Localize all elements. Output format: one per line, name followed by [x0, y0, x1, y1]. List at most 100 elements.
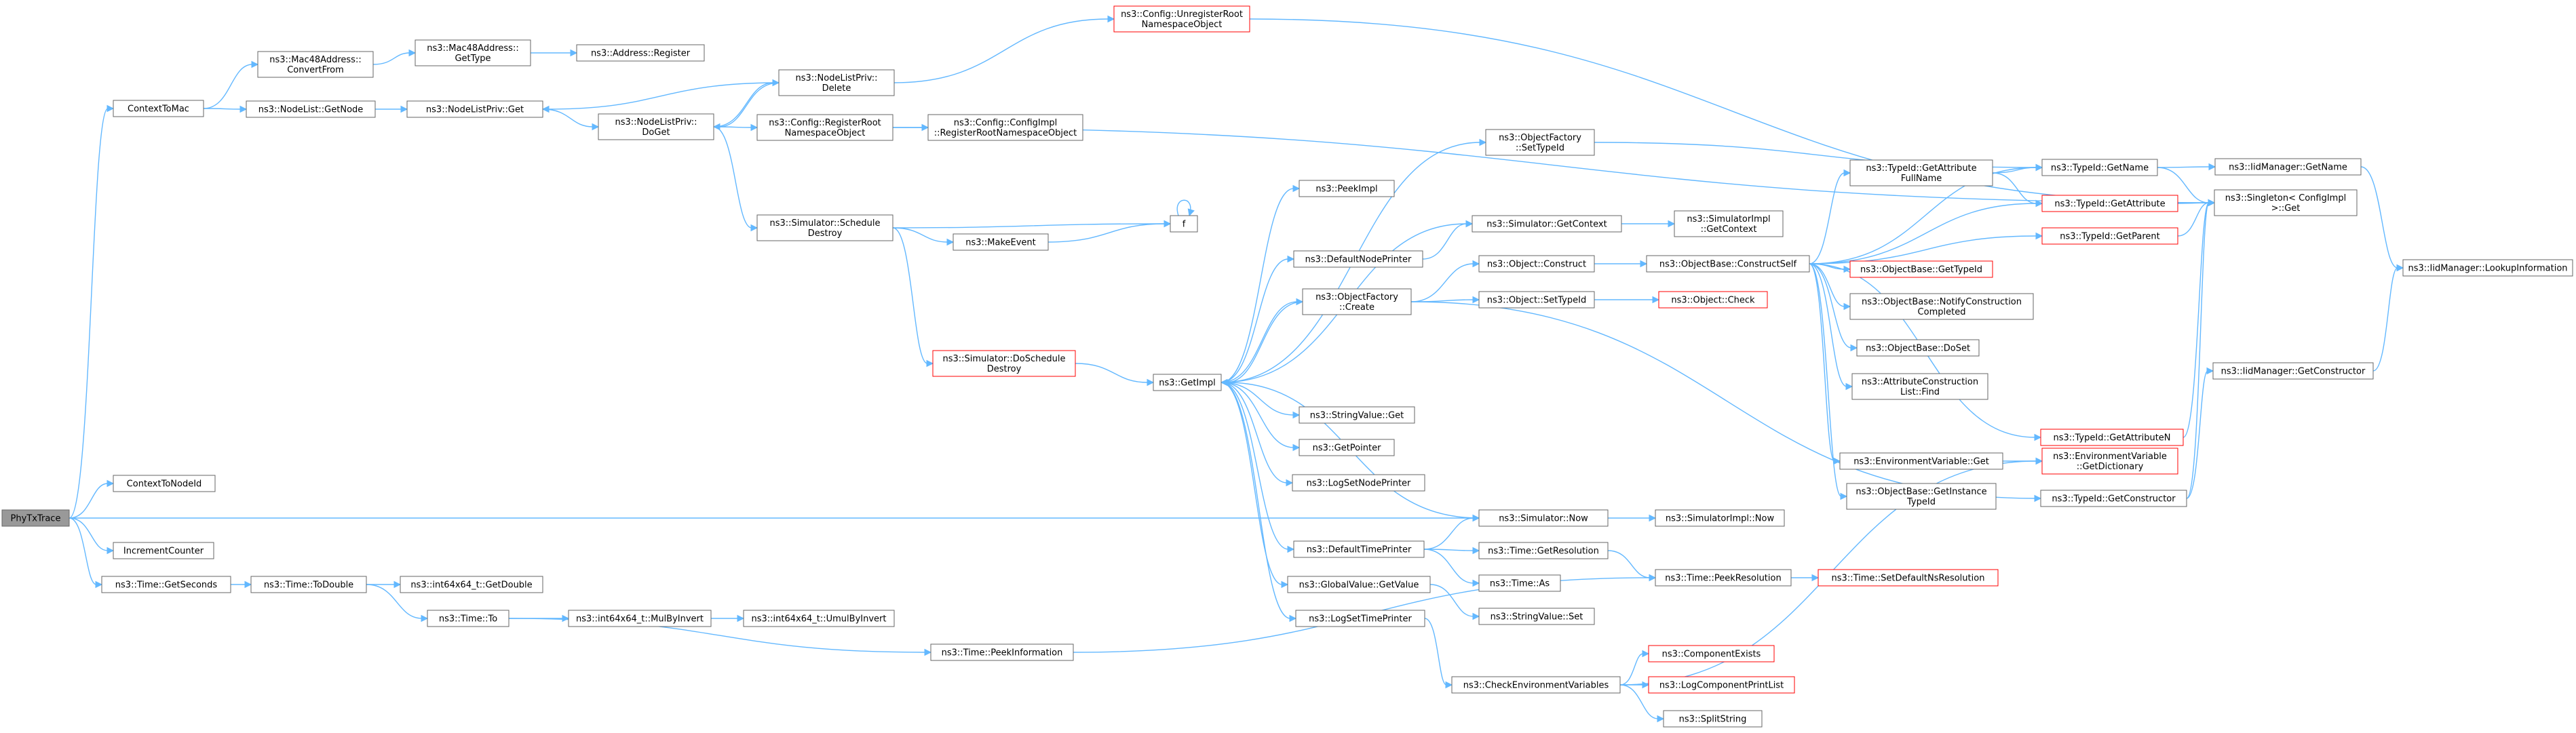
node-singletonget[interactable]: ns3::Singleton< ConfigImpl >::Get: [2214, 189, 2358, 216]
call-edge: [1220, 382, 1295, 553]
node-label: ns3::PeekImpl: [1315, 184, 1377, 195]
node-objbasegettype[interactable]: ns3::ObjectBase::GetTypeId: [1849, 260, 1993, 278]
node-compexists[interactable]: ns3::ComponentExists: [1648, 645, 1775, 662]
node-label: ns3::Mac48Address::: [269, 55, 361, 65]
node-simimplnow[interactable]: ns3::SimulatorImpl::Now: [1655, 509, 1785, 527]
node-timepeekres[interactable]: ns3::Time::PeekResolution: [1655, 569, 1792, 587]
node-nlpget[interactable]: ns3::NodeListPriv::Get: [406, 100, 543, 118]
node-objbasedoset[interactable]: ns3::ObjectBase::DoSet: [1856, 339, 1980, 357]
node-label: ns3::TypeId::GetParent: [2060, 232, 2160, 242]
node-label: ::RegisterRootNamespaceObject: [934, 128, 1077, 138]
node-logsetnode[interactable]: ns3::LogSetNodePrinter: [1292, 474, 1425, 492]
node-objfactcreate[interactable]: ns3::ObjectFactory::Create: [1302, 288, 1412, 315]
node-objsettype[interactable]: ns3::Object::SetTypeId: [1478, 291, 1595, 309]
call-edge: [1621, 220, 1676, 228]
node-label: ns3::Mac48Address::: [427, 43, 518, 54]
node-cfgimplreg[interactable]: ns3::Config::ConfigImpl::RegisterRootNam…: [927, 114, 1083, 141]
node-objconstruct[interactable]: ns3::Object::Construct: [1478, 255, 1595, 273]
node-cfgunreg[interactable]: ns3::Config::UnregisterRootNamespaceObje…: [1113, 5, 1250, 33]
node-mac48conv[interactable]: ns3::Mac48Address::ConvertFrom: [257, 51, 374, 78]
call-edge: [1220, 301, 1303, 387]
node-label: ns3::SplitString: [1679, 715, 1747, 725]
call-edge: [366, 584, 429, 622]
node-globalvalget[interactable]: ns3::GlobalValue::GetValue: [1287, 576, 1431, 593]
node-objbasenotify[interactable]: ns3::ObjectBase::NotifyConstructionCompl…: [1849, 293, 2034, 320]
node-label: ::SetTypeId: [1516, 143, 1564, 153]
node-envvarget[interactable]: ns3::EnvironmentVariable::Get: [1839, 452, 2003, 470]
node-label: ns3::int64x64_t::UmulByInvert: [752, 614, 887, 625]
call-edge: [1619, 684, 1665, 723]
node-objbaseconstruct[interactable]: ns3::ObjectBase::ConstructSelf: [1646, 255, 1810, 273]
node-iidgetctor[interactable]: ns3::IidManager::GetConstructor: [2212, 362, 2374, 380]
node-typeidgetparent[interactable]: ns3::TypeId::GetParent: [2041, 227, 2178, 245]
node-label: List::Find: [1900, 387, 1940, 397]
node-label: ns3::int64x64_t::GetDouble: [410, 580, 532, 591]
node-getsec[interactable]: ns3::Time::GetSeconds: [101, 576, 231, 593]
node-cfgreg[interactable]: ns3::Config::RegisterRootNamespaceObject: [756, 114, 893, 141]
node-typeidgetname[interactable]: ns3::TypeId::GetName: [2041, 159, 2158, 176]
node-int64getdouble[interactable]: ns3::int64x64_t::GetDouble: [400, 576, 543, 593]
node-objcheck[interactable]: ns3::Object::Check: [1658, 291, 1768, 309]
node-label: ns3::TypeId::GetConstructor: [2052, 494, 2176, 504]
node-timeto[interactable]: ns3::Time::To: [427, 610, 510, 627]
node-nlpdelete[interactable]: ns3::NodeListPriv::Delete: [778, 69, 895, 96]
node-checkenv[interactable]: ns3::CheckEnvironmentVariables: [1451, 676, 1621, 694]
call-edge: [711, 614, 745, 622]
node-addrreg[interactable]: ns3::Address::Register: [576, 44, 705, 62]
node-strvalset[interactable]: ns3::StringValue::Set: [1478, 608, 1595, 625]
node-timepeekinfo[interactable]: ns3::Time::PeekInformation: [930, 643, 1074, 661]
call-edge: [69, 479, 115, 519]
node-strvalget[interactable]: ns3::StringValue::Get: [1299, 406, 1415, 424]
node-timegetres[interactable]: ns3::Time::GetResolution: [1478, 542, 1609, 559]
node-nodelistget[interactable]: ns3::NodeList::GetNode: [246, 100, 376, 118]
node-ctxmac[interactable]: ContextToMac: [113, 100, 204, 117]
node-label: ns3::TypeId::GetAttributeN: [2053, 433, 2170, 443]
node-label: ns3::LogSetNodePrinter: [1307, 479, 1411, 489]
node-splitstring[interactable]: ns3::SplitString: [1663, 710, 1763, 728]
node-typeidgetattr[interactable]: ns3::TypeId::GetAttribute: [2041, 195, 2178, 212]
node-int64umulbyinv[interactable]: ns3::int64x64_t::UmulByInvert: [743, 610, 895, 627]
node-label: IncrementCounter: [123, 547, 204, 557]
node-incr[interactable]: IncrementCounter: [113, 542, 214, 559]
node-timesetdef[interactable]: ns3::Time::SetDefaultNsResolution: [1818, 569, 1999, 587]
node-label: ns3::NodeListPriv::: [615, 117, 697, 127]
node-iidlookup[interactable]: ns3::IidManager::LookupInformation: [2402, 259, 2573, 277]
node-nlpdoget[interactable]: ns3::NodeListPriv::DoGet: [598, 113, 714, 140]
node-typeidgetctor[interactable]: ns3::TypeId::GetConstructor: [2040, 490, 2187, 507]
node-label: ns3::SimulatorImpl: [1687, 214, 1770, 224]
node-simgetctx[interactable]: ns3::Simulator::GetContext: [1472, 215, 1622, 233]
call-edges: [69, 15, 2404, 723]
node-iidgetname[interactable]: ns3::IidManager::GetName: [2214, 158, 2362, 176]
call-edge: [892, 220, 1172, 229]
node-logsettime[interactable]: ns3::LogSetTimePrinter: [1295, 610, 1425, 627]
node-objfactsettype[interactable]: ns3::ObjectFactory::SetTypeId: [1485, 129, 1595, 156]
node-deftimeprinter[interactable]: ns3::DefaultTimePrinter: [1293, 540, 1425, 558]
node-f[interactable]: f: [1170, 215, 1198, 233]
node-envvardict[interactable]: ns3::EnvironmentVariable::GetDictionary: [2041, 448, 2178, 475]
node-int64mulbyinv[interactable]: ns3::int64x64_t::MulByInvert: [568, 610, 712, 627]
node-timeas[interactable]: ns3::Time::As: [1478, 574, 1561, 592]
node-phytx[interactable]: PhyTxTrace: [1, 509, 70, 527]
node-todouble[interactable]: ns3::Time::ToDouble: [250, 576, 367, 593]
node-peekimpl[interactable]: ns3::PeekImpl: [1299, 180, 1395, 197]
node-getimpl[interactable]: ns3::GetImpl: [1153, 374, 1222, 391]
node-getpointer[interactable]: ns3::GetPointer: [1299, 439, 1395, 456]
node-logcompprint[interactable]: ns3::LogComponentPrintList: [1648, 676, 1795, 694]
node-mac48type[interactable]: ns3::Mac48Address::GetType: [415, 39, 531, 66]
node-label: ns3::Time::PeekInformation: [942, 648, 1063, 658]
node-label: TypeId: [1906, 497, 1936, 507]
node-simnow[interactable]: ns3::Simulator::Now: [1478, 509, 1609, 527]
node-simimplgetctx[interactable]: ns3::SimulatorImpl::GetContext: [1674, 210, 1784, 237]
node-typeidgetattrn[interactable]: ns3::TypeId::GetAttributeN: [2040, 429, 2184, 446]
node-label: ns3::NodeList::GetNode: [258, 105, 364, 115]
node-ctxnode[interactable]: ContextToNodeId: [113, 475, 216, 492]
node-label: ns3::Simulator::Now: [1499, 514, 1588, 524]
node-label: ns3::LogSetTimePrinter: [1309, 614, 1412, 625]
node-makeevent[interactable]: ns3::MakeEvent: [953, 233, 1049, 251]
node-defnodeprinter[interactable]: ns3::DefaultNodePrinter: [1293, 250, 1423, 268]
